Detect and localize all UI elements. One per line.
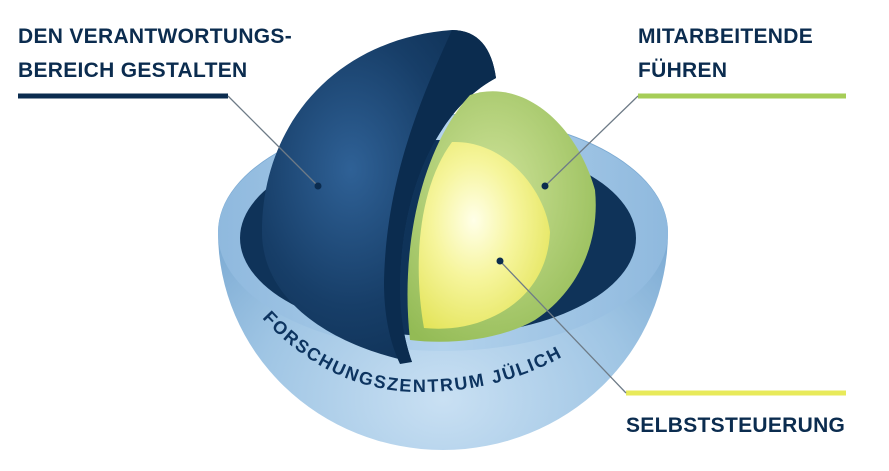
middle-label-line1: MITARBEITENDE bbox=[638, 25, 813, 48]
inner-leader-dot bbox=[497, 258, 504, 265]
outer-label-line2: BEREICH GESTALTEN bbox=[18, 59, 248, 82]
outer-leader-dot bbox=[315, 183, 322, 190]
middle-label-line2: FÜHREN bbox=[638, 59, 727, 82]
inner-label: SELBSTSTEUERUNG bbox=[626, 414, 845, 437]
outer-label-line1: DEN VERANTWORTUNGS- bbox=[18, 25, 292, 48]
middle-leader-dot bbox=[542, 183, 549, 190]
